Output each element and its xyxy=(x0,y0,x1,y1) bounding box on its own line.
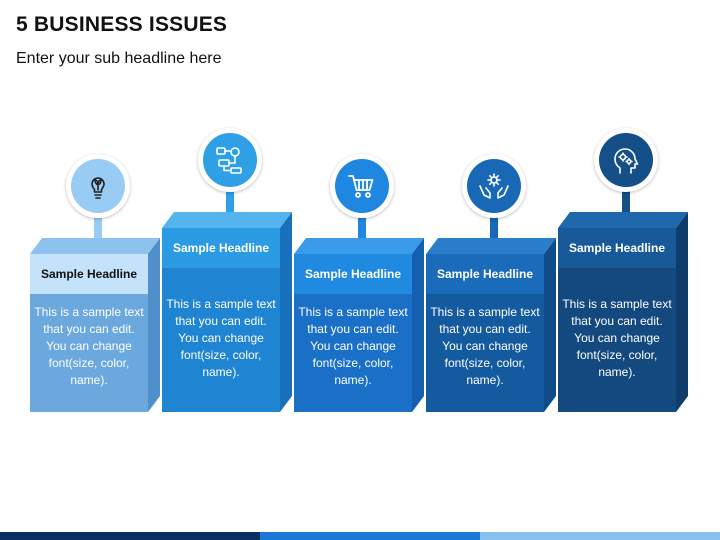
connector-stem xyxy=(490,212,498,238)
issue-box: Sample Headline This is a sample text th… xyxy=(558,212,718,412)
footer-bar-segment xyxy=(480,532,720,540)
icon-circle xyxy=(594,128,658,192)
hands-gear-icon xyxy=(479,173,509,199)
connector-stem xyxy=(226,190,234,216)
icon-circle xyxy=(462,154,526,218)
icon-circle xyxy=(330,154,394,218)
issue-text: This is a sample text that you can edit.… xyxy=(298,305,408,387)
issue-headline: Sample Headline xyxy=(40,267,138,281)
issue-headline: Sample Headline xyxy=(172,241,270,255)
issue-text: This is a sample text that you can edit.… xyxy=(562,297,672,379)
slide-subtitle: Enter your sub headline here xyxy=(16,50,222,67)
lightbulb-plant-icon xyxy=(91,177,105,199)
issue-box: Sample Headline This is a sample text th… xyxy=(162,212,322,412)
issue-text: This is a sample text that you can edit.… xyxy=(166,297,276,379)
issue-box: Sample Headline This is a sample text th… xyxy=(426,238,586,412)
head-gears-icon xyxy=(614,148,639,174)
issue-box: Sample Headline This is a sample text th… xyxy=(30,238,190,412)
connector-stem xyxy=(358,212,366,238)
shopping-cart-icon xyxy=(348,175,374,198)
workflow-process-icon xyxy=(216,147,242,174)
issue-text: This is a sample text that you can edit.… xyxy=(34,305,144,387)
footer-bar-segment xyxy=(0,532,260,540)
footer-bar-segment xyxy=(260,532,480,540)
issue-headline: Sample Headline xyxy=(436,267,534,281)
icon-circle xyxy=(66,154,130,218)
issue-box: Sample Headline This is a sample text th… xyxy=(294,238,454,412)
connector-stem xyxy=(94,212,102,238)
slide-title: 5 BUSINESS ISSUES xyxy=(16,13,228,36)
issue-headline: Sample Headline xyxy=(304,267,402,281)
connector-stem xyxy=(622,190,630,216)
issue-text: This is a sample text that you can edit.… xyxy=(430,305,540,387)
icon-circle xyxy=(198,128,262,192)
issue-headline: Sample Headline xyxy=(568,241,666,255)
